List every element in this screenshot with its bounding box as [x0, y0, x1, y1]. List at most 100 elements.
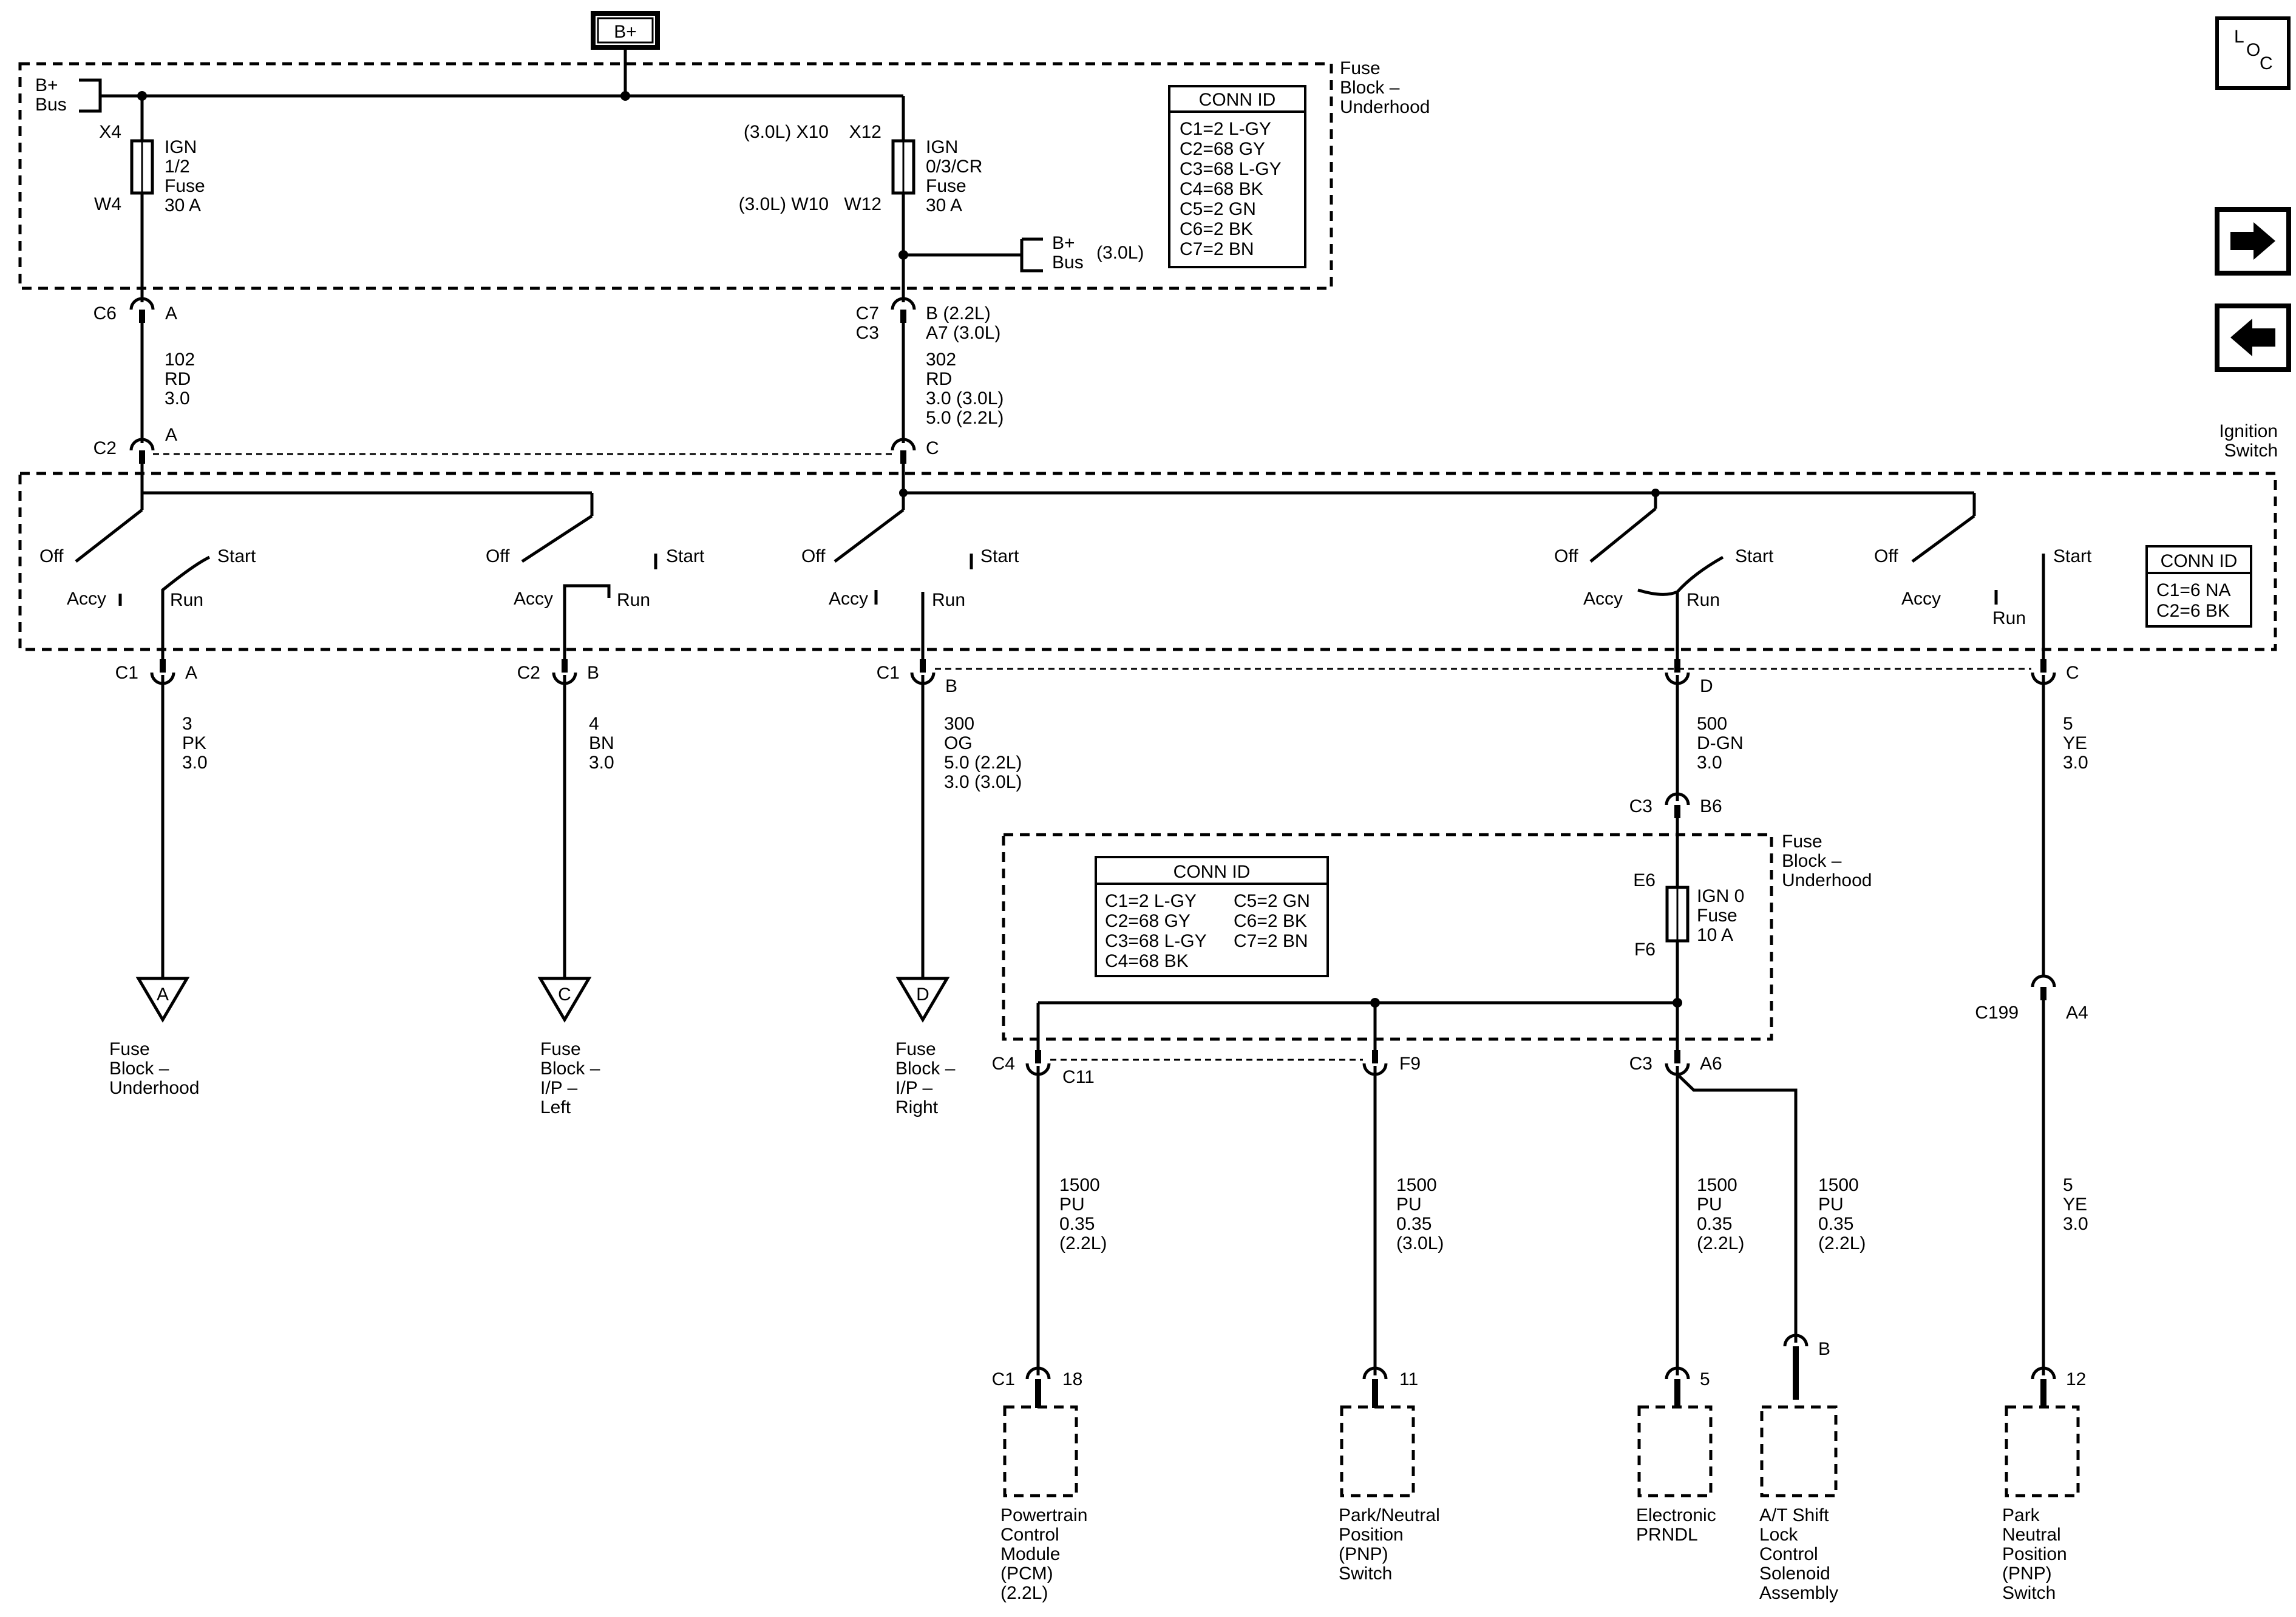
component-label: Switch: [1339, 1564, 1392, 1584]
fuse-ign0-bottom-pin: F6: [1634, 940, 1656, 960]
connector-c6: C6 A: [93, 299, 177, 324]
connector-c2-b: C2 B: [517, 659, 599, 683]
loc-o: O: [2246, 40, 2260, 60]
offpage-label: Fuse: [895, 1039, 936, 1059]
offpage-label: Block –: [895, 1059, 956, 1079]
wire-label: 5: [2063, 1175, 2073, 1195]
component-label: A/T Shift: [1759, 1505, 1829, 1525]
offpage-ref-a: A Fuse Block – Underhood: [109, 977, 199, 1098]
offpage-label: Block –: [540, 1059, 600, 1079]
wire-label: 302: [926, 350, 956, 370]
fuse-ign0-top-pin: E6: [1633, 870, 1656, 890]
conn-id-title-switch: CONN ID: [2161, 551, 2238, 571]
wire-label: 0.35: [1697, 1214, 1732, 1234]
wire-label: 3.0 (3.0L): [926, 388, 1004, 408]
out1-conn: C1: [115, 663, 138, 683]
fuse2-label-2: 0/3/CR: [926, 157, 982, 177]
c2-conn: C2: [93, 438, 117, 458]
wire-label: (2.2L): [1697, 1233, 1744, 1253]
wire-302: 302 RD 3.0 (3.0L) 5.0 (2.2L): [926, 350, 1004, 428]
connector-c7: C7 C3 B (2.2L) A7 (3.0L): [856, 299, 1000, 343]
c6-pin: A: [165, 303, 177, 324]
conn-id-row: C2=6 BK: [2156, 601, 2230, 621]
component-label: Park: [2002, 1505, 2040, 1525]
wire-label: PU: [1059, 1195, 1085, 1215]
switch2-run: Run: [617, 590, 650, 610]
wire-label: 3.0: [165, 388, 190, 408]
component-label: Module: [1000, 1544, 1060, 1564]
c3-b6-pin: B6: [1700, 796, 1722, 816]
bus2-label-3: (3.0L): [1096, 243, 1144, 263]
component-label: (PCM): [1000, 1564, 1053, 1584]
wire-1500-pcm: 1500 PU 0.35 (2.2L): [1059, 1175, 1107, 1253]
f9-pin: F9: [1399, 1054, 1421, 1074]
loc-c: C: [2260, 53, 2273, 73]
wire-label: 5: [2063, 714, 2073, 734]
connector-c199: C199 A4 5 YE 3.0: [1975, 976, 2088, 1375]
bplus-source: B+: [591, 11, 660, 101]
fuse2-label-3: Fuse: [926, 176, 966, 196]
component-label: Electronic: [1636, 1505, 1716, 1525]
fuse2-bottom-alt: (3.0L) W10: [739, 194, 829, 214]
conn-id-row: C4=68 BK: [1105, 951, 1189, 971]
component-label: PRNDL: [1636, 1525, 1698, 1545]
component-label: Switch: [2002, 1583, 2056, 1603]
fuse1-bottom-pin: W4: [94, 194, 121, 214]
switch1-off: Off: [39, 546, 64, 566]
conn-id-row: C7=2 BN: [1180, 239, 1254, 259]
c3-a6-pin: A6: [1700, 1054, 1722, 1074]
wire-label: RD: [165, 369, 191, 389]
fuse1-top-pin: X4: [99, 122, 121, 142]
c7-pin2: A7 (3.0L): [926, 323, 1000, 343]
wire-label: 4: [589, 714, 599, 734]
fuse-ign0-label-2: Fuse: [1697, 906, 1737, 926]
wire-102: 102 RD 3.0: [165, 350, 195, 408]
switch4-start: Start: [1735, 546, 1774, 566]
conn-id-title-top: CONN ID: [1199, 90, 1276, 110]
switch4-accy: Accy: [1583, 589, 1623, 609]
offpage-letter: D: [916, 985, 929, 1005]
wire-label: YE: [2063, 733, 2087, 753]
offpage-label: Right: [895, 1097, 939, 1117]
fuse2-top-pin: X12: [849, 122, 881, 142]
conn-id-row: C2=68 GY: [1180, 139, 1265, 159]
wire-4-bn: 4 BN 3.0: [589, 714, 614, 773]
wire-label: 3.0: [589, 753, 614, 773]
offpage-ref-c: C Fuse Block – I/P – Left: [537, 977, 600, 1117]
c4-conn: C4: [992, 1054, 1015, 1074]
wire-label: 3.0: [182, 753, 208, 773]
prev-page-button[interactable]: [2215, 303, 2291, 372]
switch5-start: Start: [2053, 546, 2092, 566]
wire-label: 5.0 (2.2L): [944, 753, 1022, 773]
conn-id-row: C3=68 L-GY: [1180, 159, 1282, 179]
switch1-accy: Accy: [67, 589, 106, 609]
next-page-button[interactable]: [2215, 207, 2291, 276]
loc-button[interactable]: L O C: [2215, 16, 2291, 90]
c199-conn: C199: [1975, 1003, 2019, 1023]
wire-label: 1500: [1818, 1175, 1859, 1195]
bplus-label: B+: [614, 22, 637, 42]
wire-label: 3: [182, 714, 192, 734]
prndl-pin: 5: [1700, 1369, 1710, 1389]
offpage-letter: C: [558, 985, 571, 1005]
connector-c1-d: D: [1666, 659, 1713, 696]
fuse1-label-2: 1/2: [165, 157, 190, 177]
bus-label-2: Bus: [35, 95, 67, 115]
wire-label: BN: [589, 733, 614, 753]
arrow-left-icon: [2230, 319, 2275, 356]
fuse-block-label-3: Underhood: [1340, 97, 1430, 117]
c4-pin: C11: [1062, 1067, 1095, 1087]
bus-label-1: B+: [35, 75, 58, 95]
component-label: Control: [1759, 1544, 1818, 1564]
switch5-off: Off: [1874, 546, 1898, 566]
ignition-switch-label-2: Switch: [2224, 441, 2278, 461]
c199-pin: A4: [2066, 1003, 2088, 1023]
component-label: (PNP): [1339, 1544, 1388, 1564]
wire-1500-pnp: 1500 PU 0.35 (3.0L): [1396, 1175, 1444, 1253]
connector-c3-b6: C3 B6: [1629, 794, 1722, 818]
switch5-accy: Accy: [1901, 589, 1941, 609]
component-label: (2.2L): [1000, 1583, 1048, 1603]
connector-c4-c11: C4 C11: [992, 1050, 1095, 1087]
bus2-label-1: B+: [1052, 233, 1075, 253]
